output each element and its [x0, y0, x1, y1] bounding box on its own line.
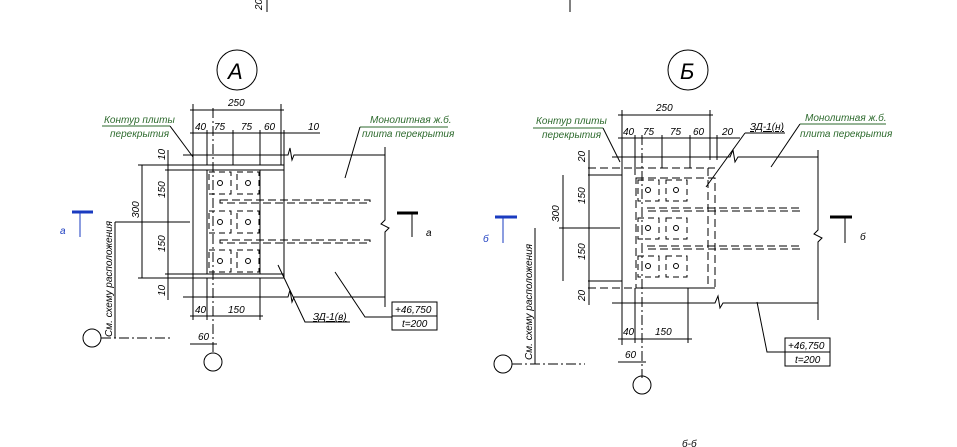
section-title: б-б: [682, 438, 697, 447]
label-slab-2: плита перекрытия: [362, 129, 455, 140]
dim-bottom-1: 40: [195, 305, 207, 316]
thickness: t=200: [795, 355, 821, 366]
section-mark-left: а: [60, 210, 93, 237]
dim-bottom: 10: [157, 284, 168, 296]
dim-w1: 40: [195, 122, 207, 133]
elevation: +46,750: [788, 341, 825, 352]
detail-a: А 250 40 75 75 60 10 Контур плиты перекр…: [60, 49, 455, 372]
dim-label: 20: [254, 0, 265, 11]
label-slab-1: Монолитная ж.б.: [805, 112, 887, 124]
label-slab-1: Монолитная ж.б.: [370, 114, 452, 126]
dim-bottom-3: 60: [625, 350, 637, 361]
dim-bottom-2: 150: [228, 305, 245, 316]
label-contour-2: перекрытия: [110, 129, 170, 140]
thickness: t=200: [402, 319, 428, 330]
section-mark-right: а: [397, 211, 432, 239]
detail-marker: Б: [680, 59, 694, 84]
label-contour-2: перекрытия: [542, 130, 602, 141]
dim-total-width: 250: [227, 98, 245, 109]
dim-w5: 20: [721, 127, 734, 138]
svg-text:а: а: [426, 228, 432, 239]
dim-bottom: 20: [577, 289, 588, 302]
dim-top: 10: [157, 148, 168, 160]
dim-w5: 10: [308, 122, 320, 133]
dim-bottom-3: 60: [198, 332, 210, 343]
dim-h1: 150: [157, 181, 168, 198]
anchor-squares: [208, 171, 260, 273]
dim-bottom-1: 40: [623, 327, 635, 338]
section-mark-left: б: [483, 215, 517, 245]
svg-text:б: б: [860, 231, 866, 243]
top-fragment: 20: [254, 0, 571, 12]
see-scheme-note: См. схему расположения: [104, 220, 115, 337]
detail-marker: А: [226, 59, 243, 84]
dim-height-total: 300: [131, 201, 142, 218]
detail-marker-circle: [216, 49, 258, 91]
label-contour-1: Контур плиты: [104, 115, 175, 126]
dim-h2: 150: [157, 235, 168, 252]
svg-text:б: б: [483, 233, 489, 245]
svg-text:а: а: [60, 226, 66, 237]
dim-w3: 75: [241, 122, 253, 133]
dim-h2: 150: [577, 243, 588, 260]
dim-w4: 60: [264, 122, 276, 133]
section-mark-right: б: [830, 215, 866, 243]
dim-bottom-2: 150: [655, 327, 672, 338]
elevation: +46,750: [395, 305, 432, 316]
dim-h1: 150: [577, 187, 588, 204]
embedded-part-label: ЗД-1(в): [313, 312, 347, 323]
dim-top: 20: [577, 150, 588, 163]
embedded-part-label: ЗД-1(н): [750, 122, 784, 133]
dim-w2: 75: [214, 122, 226, 133]
detail-b: Б 250 40 75 75 60 20 Контур плиты перекр…: [483, 49, 893, 395]
label-contour-1: Контур плиты: [536, 116, 607, 127]
label-slab-2: плита перекрытия: [800, 129, 893, 140]
dim-w2: 75: [643, 127, 655, 138]
see-scheme-note: См. схему расположения: [524, 243, 535, 360]
anchor-squares: [637, 179, 688, 278]
dim-w3: 75: [670, 127, 682, 138]
dim-total-width: 250: [655, 103, 673, 114]
dim-height-total: 300: [551, 205, 562, 222]
dim-w4: 60: [693, 127, 705, 138]
dim-w1: 40: [623, 127, 635, 138]
